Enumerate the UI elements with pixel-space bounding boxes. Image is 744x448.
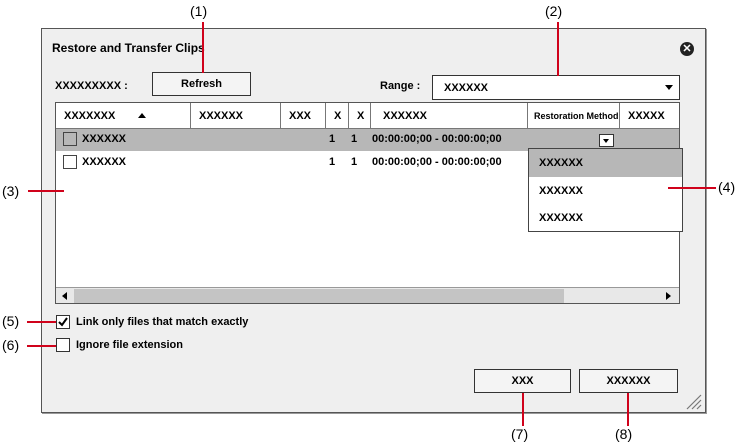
ignore-extension-checkbox[interactable] — [56, 338, 70, 352]
range-value: XXXXXX — [444, 82, 489, 94]
callout-6: (6) — [2, 337, 20, 353]
callout-line-4 — [668, 187, 716, 189]
cancel-button[interactable]: XXXXXX — [579, 369, 678, 393]
ok-button[interactable]: XXX — [474, 369, 571, 393]
link-exact-label: Link only files that match exactly — [76, 316, 249, 328]
dropdown-option[interactable]: XXXXXX — [539, 185, 584, 197]
row-name: XXXXXX — [82, 133, 127, 145]
chevron-down-icon — [603, 139, 609, 143]
column-header-name[interactable]: XXXXXXX — [56, 103, 191, 129]
row-checkbox[interactable] — [63, 132, 77, 146]
callout-4: (4) — [718, 179, 736, 195]
callout-line-1 — [202, 22, 204, 73]
column-header-5[interactable]: X — [349, 103, 371, 129]
range-select[interactable]: XXXXXX — [432, 75, 680, 100]
checkmark-icon — [58, 317, 68, 327]
table-row[interactable]: XXXXXX 1 1 00:00:00;00 - 00:00:00;00 — [56, 152, 679, 174]
column-header-3[interactable]: XXX — [281, 103, 326, 129]
horizontal-scrollbar[interactable] — [56, 287, 679, 303]
range-label: Range : — [380, 80, 421, 92]
callout-5: (5) — [2, 313, 20, 329]
callout-7: (7) — [511, 426, 529, 442]
row-checkbox[interactable] — [63, 155, 77, 169]
scrollbar-thumb[interactable] — [74, 289, 564, 303]
row-timecode: 00:00:00;00 - 00:00:00;00 — [372, 156, 502, 168]
link-exact-checkbox[interactable] — [56, 315, 70, 329]
refresh-button[interactable]: Refresh — [152, 72, 251, 96]
row-count-2: 1 — [351, 133, 358, 145]
column-header-timecode[interactable]: XXXXXX — [371, 103, 528, 129]
dialog-title: Restore and Transfer Clips — [52, 41, 205, 55]
scroll-right-icon[interactable] — [666, 292, 671, 300]
restoration-method-list[interactable]: XXXXXX XXXXXX XXXXXX — [528, 148, 683, 232]
row-name: XXXXXX — [82, 156, 127, 168]
scroll-left-icon[interactable] — [62, 292, 67, 300]
column-header-2[interactable]: XXXXXX — [191, 103, 281, 129]
column-header-restoration-method[interactable]: Restoration Method — [528, 103, 620, 129]
table-row[interactable]: XXXXXX 1 1 00:00:00;00 - 00:00:00;00 — [56, 129, 679, 151]
callout-line-8 — [627, 393, 629, 426]
resize-grip-icon[interactable] — [684, 392, 702, 410]
callout-line-6 — [27, 345, 56, 347]
callout-8: (8) — [615, 426, 633, 442]
row-count-2: 1 — [351, 156, 358, 168]
callout-line-5 — [27, 321, 56, 323]
callout-line-2 — [557, 22, 559, 76]
restoration-method-dropdown[interactable] — [599, 134, 614, 147]
callout-3: (3) — [2, 183, 20, 199]
toolbar-label: XXXXXXXXX : — [55, 80, 128, 92]
ignore-extension-label: Ignore file extension — [76, 339, 183, 351]
callout-2: (2) — [545, 3, 563, 19]
row-count-1: 1 — [329, 156, 336, 168]
column-header-4[interactable]: X — [326, 103, 349, 129]
chevron-down-icon — [665, 85, 673, 90]
sort-asc-icon — [138, 113, 146, 118]
clip-table[interactable]: XXXXXXX XXXXXX XXX X X XXXXXX Restoratio… — [55, 102, 680, 304]
column-header-8[interactable]: XXXXX — [620, 103, 679, 129]
dropdown-option[interactable]: XXXXXX — [529, 149, 682, 177]
callout-line-3 — [28, 190, 64, 192]
close-icon[interactable]: ✕ — [680, 42, 694, 56]
row-timecode: 00:00:00;00 - 00:00:00;00 — [372, 133, 502, 145]
row-count-1: 1 — [329, 133, 336, 145]
dropdown-option[interactable]: XXXXXX — [539, 212, 584, 224]
callout-line-7 — [522, 393, 524, 426]
callout-1: (1) — [190, 3, 208, 19]
